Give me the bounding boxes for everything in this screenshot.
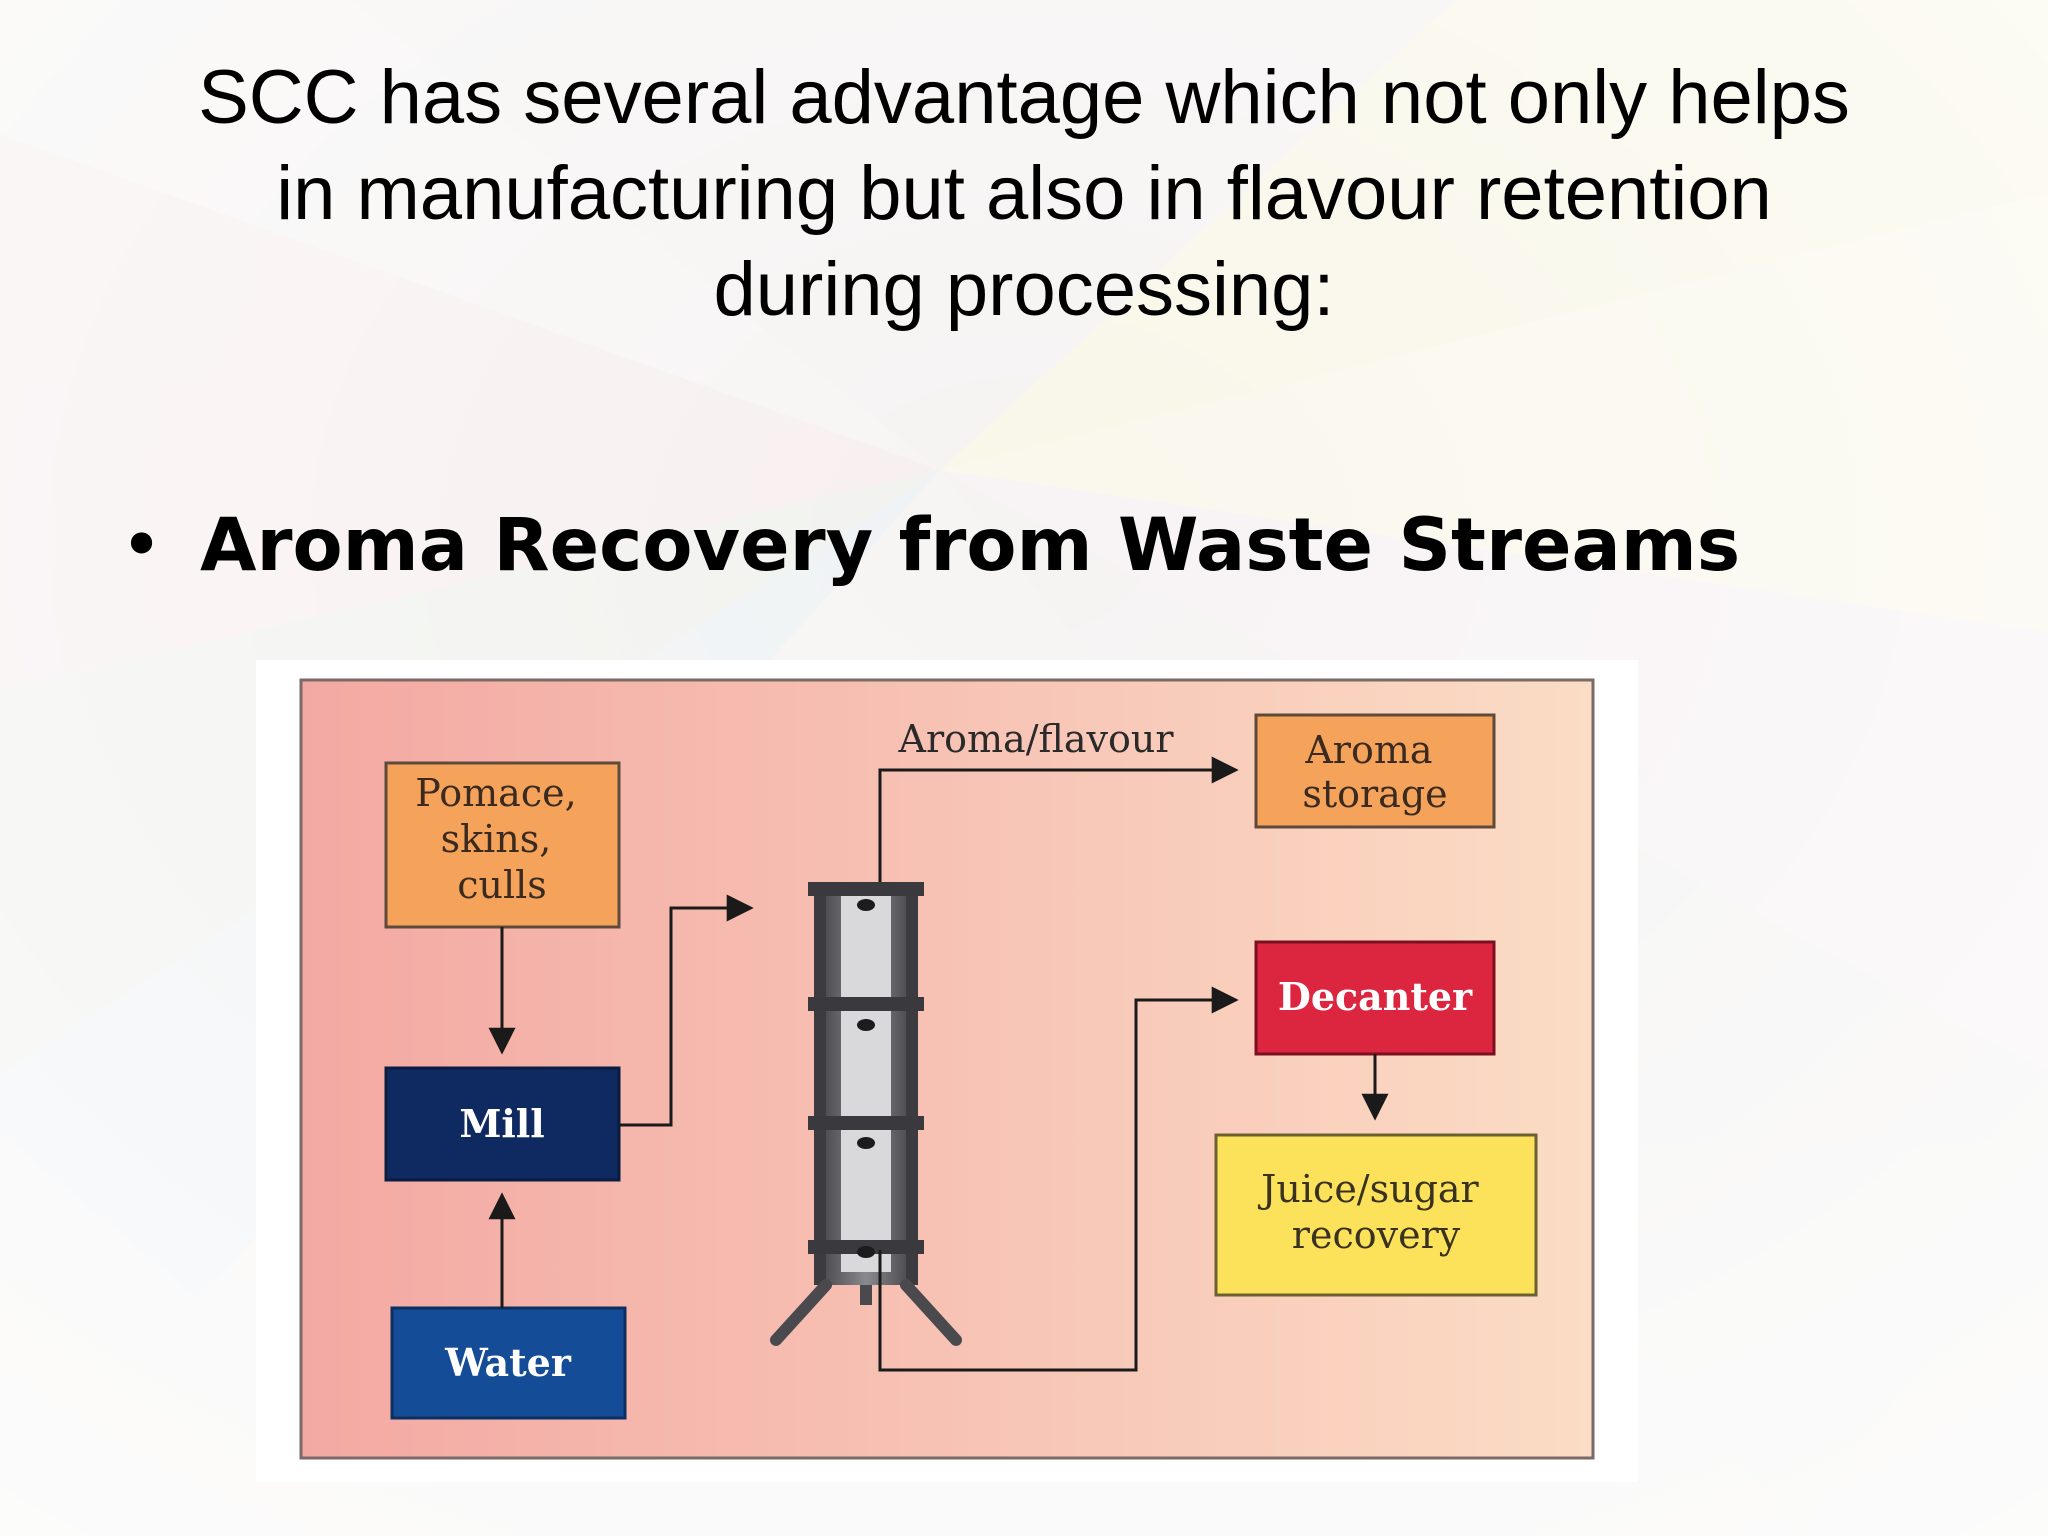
bullet-text: Aroma Recovery from Waste Streams bbox=[200, 503, 1741, 588]
edge-label-aroma-flavour: Aroma/flavour bbox=[898, 717, 1175, 761]
node-aroma-storage-line-1: Aroma bbox=[1304, 728, 1432, 772]
bullet-item: • Aroma Recovery from Waste Streams bbox=[120, 498, 1740, 594]
node-pomace: Pomace, skins, culls bbox=[384, 761, 621, 929]
node-water: Water bbox=[390, 1306, 627, 1420]
bullet-dot-icon: • bbox=[120, 503, 164, 588]
node-juice-box bbox=[1214, 1133, 1538, 1297]
node-pomace-line-3: culls bbox=[457, 863, 547, 907]
title-line-3: during processing: bbox=[713, 247, 1335, 332]
svg-text:Juice/sugar recovery: Juice/sugar recovery bbox=[1257, 1167, 1491, 1257]
arrow-column-to-aroma-storage bbox=[878, 756, 1239, 882]
arrow-column-to-decanter bbox=[878, 986, 1239, 1372]
node-decanter: Decanter bbox=[1254, 940, 1496, 1056]
node-juice: Juice/sugar recovery bbox=[1214, 1133, 1538, 1297]
slide-title: SCC has several advantage which not only… bbox=[60, 50, 1988, 338]
node-decanter-box bbox=[1254, 940, 1496, 1056]
node-aroma-storage-box bbox=[1254, 713, 1496, 829]
node-aroma-storage: Aroma storage bbox=[1254, 713, 1496, 829]
svg-text:Pomace, skins, cul: Pomace, skins, culls bbox=[415, 771, 589, 907]
node-mill-box bbox=[384, 1066, 621, 1182]
spinning-cone-column-icon bbox=[770, 882, 962, 1346]
title-line-2: in manufacturing but also in flavour ret… bbox=[276, 151, 1772, 236]
node-juice-line-1: Juice/sugar bbox=[1257, 1167, 1479, 1211]
arrow-mill-to-column bbox=[619, 894, 754, 1127]
node-aroma-storage-line-2: storage bbox=[1302, 772, 1447, 816]
node-water-label: Water bbox=[444, 1340, 572, 1385]
node-water-box bbox=[390, 1306, 627, 1420]
node-pomace-box bbox=[384, 761, 621, 929]
svg-text:Aroma storage: Aroma storage bbox=[1302, 728, 1447, 816]
node-juice-line-2: recovery bbox=[1292, 1213, 1461, 1257]
title-line-1: SCC has several advantage which not only… bbox=[198, 55, 1850, 140]
node-pomace-line-1: Pomace, bbox=[415, 771, 576, 815]
node-pomace-line-2: skins, bbox=[441, 817, 552, 861]
node-mill: Mill bbox=[384, 1066, 621, 1182]
node-decanter-label: Decanter bbox=[1278, 974, 1473, 1019]
diagram-connectors bbox=[488, 756, 1389, 1372]
node-mill-label: Mill bbox=[459, 1101, 544, 1146]
aroma-recovery-diagram: Pomace, skins, culls Mill Water Aroma st… bbox=[256, 660, 1638, 1482]
